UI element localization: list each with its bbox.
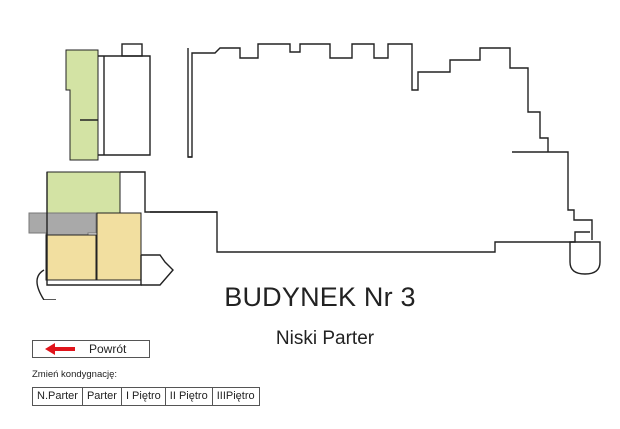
page-title: BUDYNEK Nr 3 xyxy=(224,282,416,312)
room-upper-left[interactable] xyxy=(65,49,99,161)
floor-plan xyxy=(28,43,601,300)
room-middle-left[interactable] xyxy=(46,171,121,214)
floor-tab-iii-pietro[interactable]: IIIPiętro xyxy=(216,390,255,402)
floor-tab-ii-pietro[interactable]: II Piętro xyxy=(166,388,213,405)
floor-selector: N.Parter Parter I Piętro II Piętro IIIPi… xyxy=(32,387,260,406)
floor-change-label: Zmień kondygnację: xyxy=(32,369,118,380)
room-lower-right[interactable] xyxy=(96,212,142,281)
floor-tab-i-pietro[interactable]: I Piętro xyxy=(122,388,166,405)
left-arrow-icon xyxy=(45,343,75,355)
page-subtitle: Niski Parter xyxy=(275,328,375,349)
walls xyxy=(36,43,601,300)
back-button[interactable]: Powrót xyxy=(32,340,150,358)
room-lower-left[interactable] xyxy=(45,234,97,281)
back-button-label: Powrót xyxy=(89,342,127,356)
floor-tab-n-parter[interactable]: N.Parter xyxy=(33,388,83,405)
floor-tab-parter[interactable]: Parter xyxy=(83,388,122,405)
